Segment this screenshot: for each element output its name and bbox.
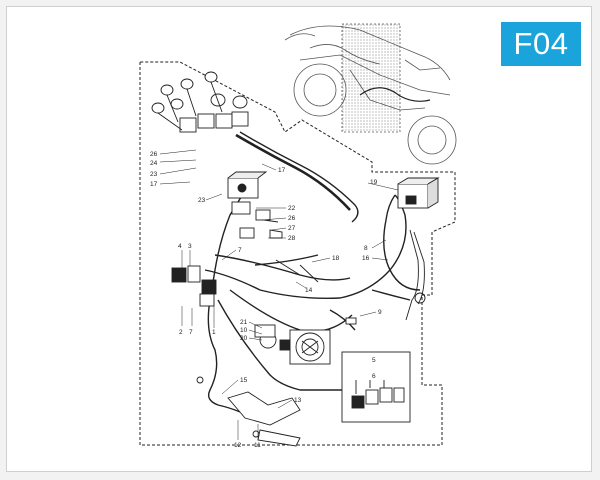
diagram-card — [6, 6, 592, 472]
callout-labels: 26 24 23 17 23 17 22 26 27 28 18 19 8 16… — [150, 151, 382, 449]
callout-18: 18 — [332, 255, 340, 262]
callout-7-b: 7 — [189, 329, 193, 336]
relay-connectors — [171, 201, 271, 307]
callout-7: 7 — [238, 247, 242, 254]
callout-22: 22 — [288, 205, 296, 212]
callout-20: 20 — [240, 335, 248, 342]
callout-5: 5 — [372, 357, 376, 364]
callout-12: 12 — [234, 442, 242, 449]
callout-21: 21 — [240, 319, 248, 326]
callout-26: 26 — [150, 151, 158, 158]
connector-detail-inset — [341, 351, 411, 423]
callout-1: 1 — [212, 329, 216, 336]
voltage-regulator — [397, 177, 440, 209]
callout-leaders — [159, 149, 399, 440]
callout-24: 24 — [150, 160, 158, 167]
ignition-coils — [151, 71, 249, 133]
callout-26-b: 26 — [288, 215, 296, 222]
callout-4: 4 — [178, 243, 182, 250]
callout-19: 19 — [370, 179, 378, 186]
callout-6: 6 — [372, 373, 376, 380]
callout-2: 2 — [179, 329, 183, 336]
callout-28: 28 — [288, 235, 296, 242]
callout-27: 27 — [288, 225, 296, 232]
generator-assembly — [254, 324, 331, 365]
callout-14: 14 — [305, 287, 313, 294]
cable-clips — [263, 219, 357, 325]
callout-23-b: 23 — [198, 197, 206, 204]
callout-17-b: 17 — [278, 167, 286, 174]
callout-15: 15 — [240, 377, 248, 384]
callout-3: 3 — [188, 243, 192, 250]
callout-9: 9 — [378, 309, 382, 316]
exploded-view-boundary — [139, 61, 456, 446]
callout-10: 10 — [240, 327, 248, 334]
callout-17: 17 — [150, 181, 158, 188]
page-code-badge: F04 — [501, 22, 581, 66]
frame-tube — [405, 229, 426, 321]
junction-block — [227, 171, 268, 239]
callout-8: 8 — [364, 245, 368, 252]
rear-harness — [329, 194, 421, 331]
locator-motorcycle-inset — [284, 23, 457, 165]
callout-11: 11 — [254, 442, 261, 449]
callout-23: 23 — [150, 171, 158, 178]
callout-16: 16 — [362, 255, 370, 262]
mounting-bracket — [196, 376, 301, 447]
callout-13: 13 — [294, 397, 302, 404]
main-wiring-harness — [204, 131, 407, 421]
